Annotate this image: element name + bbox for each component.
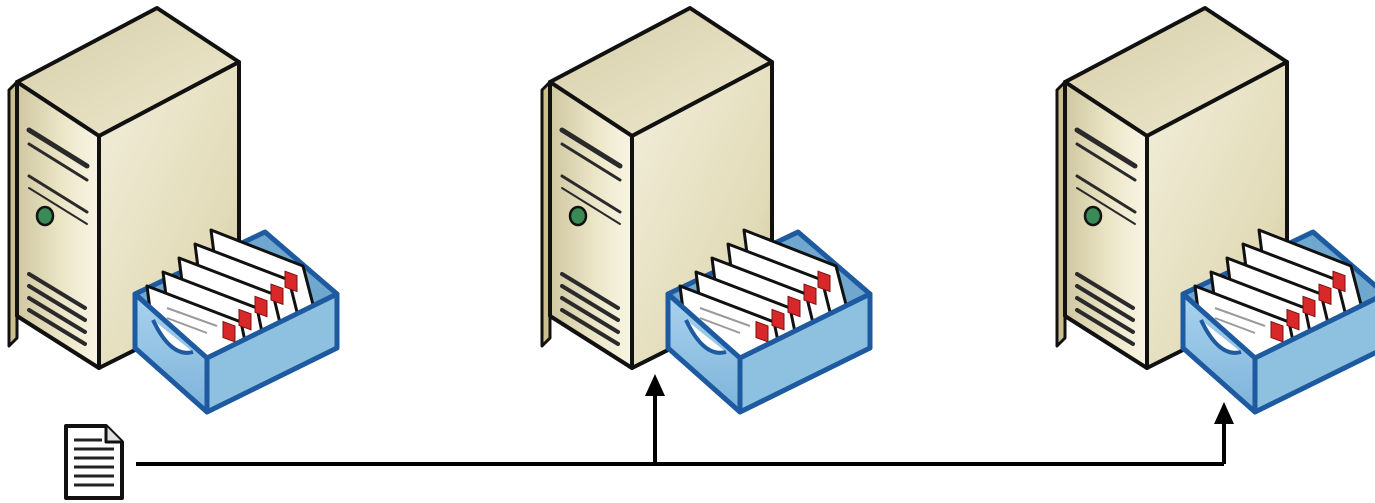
arrowhead-up-server-3 <box>1214 402 1234 424</box>
mail-server-icon <box>1057 8 1375 412</box>
connection-lines <box>136 392 1224 464</box>
document-icon <box>66 426 122 498</box>
mail-server-2 <box>542 8 870 412</box>
mail-server-icon <box>9 8 337 412</box>
mail-server-3 <box>1057 8 1375 412</box>
mail-server-1 <box>9 8 337 412</box>
mail-server-icon <box>542 8 870 412</box>
arrowhead-up-server-2 <box>645 374 665 396</box>
